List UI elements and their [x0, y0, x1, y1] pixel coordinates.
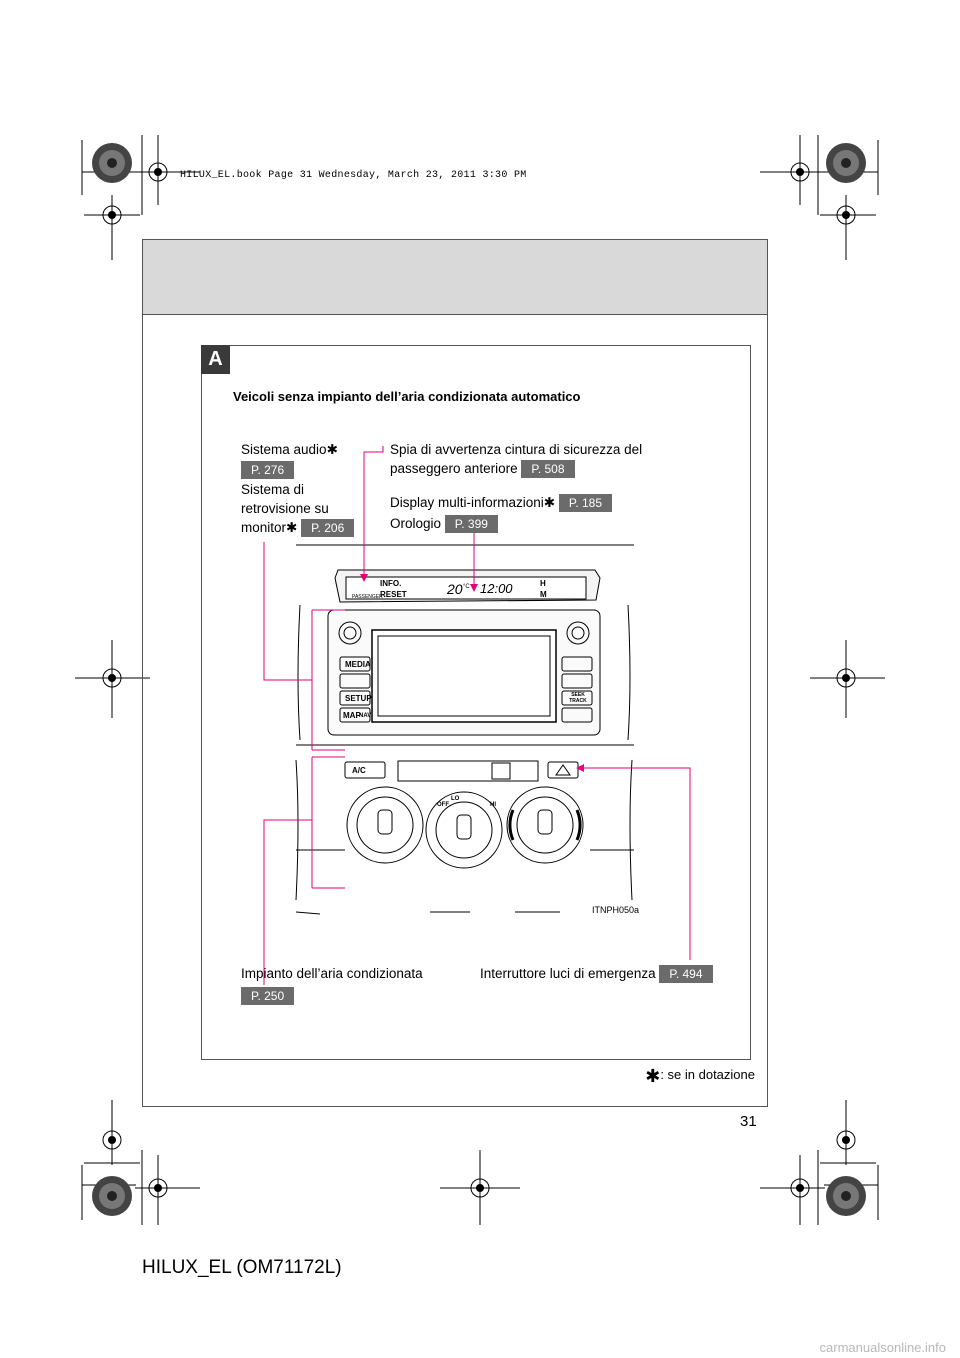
footnote-text: : se in dotazione [660, 1067, 755, 1082]
page-ref-badge: P. 250 [241, 987, 295, 1005]
page-frame [142, 239, 768, 1107]
page-ref-badge: P. 399 [444, 515, 498, 533]
page-ref-badge: P. 276 [241, 461, 295, 479]
asterisk-icon: ✱ [645, 1066, 661, 1086]
clock-display: 12:00 [480, 581, 513, 596]
callout-hazard-label: Interruttore luci di emergenza [480, 966, 656, 981]
page-ref-badge: P. 508 [521, 460, 575, 478]
temperature-unit: °C [463, 584, 470, 590]
callout-aircon-label: Impianto dell’aria condizionata [241, 966, 423, 981]
m-button-label: M [540, 590, 547, 599]
ref-audio: P. 276 [241, 461, 295, 479]
section-heading: Veicoli senza impianto dell’aria condizi… [233, 389, 581, 404]
callout-clock: Orologio P. 399 [390, 514, 498, 533]
passenger-label: PASSENGER [352, 594, 383, 600]
header-band [143, 240, 767, 315]
h-button-label: H [540, 579, 546, 588]
callout-hazard: Interruttore luci di emergenza P. 494 [480, 964, 713, 983]
callout-audio: Sistema audio✱ [241, 440, 338, 459]
model-code: HILUX_EL (OM71172L) [142, 1257, 342, 1278]
media-button-label: MEDIA [345, 660, 371, 669]
page-ref-badge: P. 185 [558, 494, 613, 512]
fan-off-label: OFF [437, 802, 449, 808]
callout-seatbelt: Spia di avvertenza cintura di sicurezza … [390, 440, 642, 478]
footnote: ✱: se in dotazione [645, 1066, 755, 1087]
ac-button-label: A/C [352, 766, 366, 775]
callout-multi-info: Display multi-informazioni✱ P. 185 [390, 493, 613, 512]
callout-rear-view-line2: retrovisione su [241, 501, 329, 516]
callout-rear-view: Sistema di retrovisione su monitor✱ P. 2… [241, 480, 355, 537]
page-number: 31 [740, 1113, 757, 1130]
watermark: carmanualsonline.info [819, 1340, 946, 1355]
setup-button-label: SETUP [345, 694, 372, 703]
map-button-label: MAP [343, 711, 361, 720]
fan-lo-label: LO [451, 796, 460, 802]
callout-audio-label: Sistema audio [241, 442, 327, 457]
temperature-display: 20 [447, 581, 463, 597]
callout-aircon: Impianto dell’aria condizionata P. 250 [241, 964, 423, 1005]
callout-rear-view-line3: monitor [241, 520, 287, 535]
info-button-label: INFO. [380, 579, 402, 588]
asterisk-icon: ✱ [286, 520, 298, 535]
asterisk-icon: ✱ [543, 495, 556, 510]
seek-track-label: SEEK TRACK [569, 692, 587, 704]
callout-multi-info-label: Display multi-informazioni [390, 495, 544, 510]
callout-clock-label: Orologio [390, 516, 442, 531]
callout-rear-view-line1: Sistema di [241, 482, 305, 497]
asterisk-icon: ✱ [326, 442, 338, 457]
section-frame [201, 345, 751, 1060]
illustration-id: ITNPH050a [592, 905, 640, 915]
reset-button-label: RESET [380, 590, 407, 599]
book-info-line: HILUX_EL.book Page 31 Wednesday, March 2… [180, 170, 527, 181]
fan-hi-label: HI [490, 802, 496, 808]
nav-button-label: NAV [359, 713, 372, 719]
page-ref-badge: P. 206 [301, 519, 355, 537]
section-tag: A [201, 345, 230, 374]
page-ref-badge: P. 494 [659, 965, 713, 983]
callout-seatbelt-line2: passeggero anteriore [390, 461, 518, 476]
callout-seatbelt-line1: Spia di avvertenza cintura di sicurezza … [390, 442, 643, 457]
